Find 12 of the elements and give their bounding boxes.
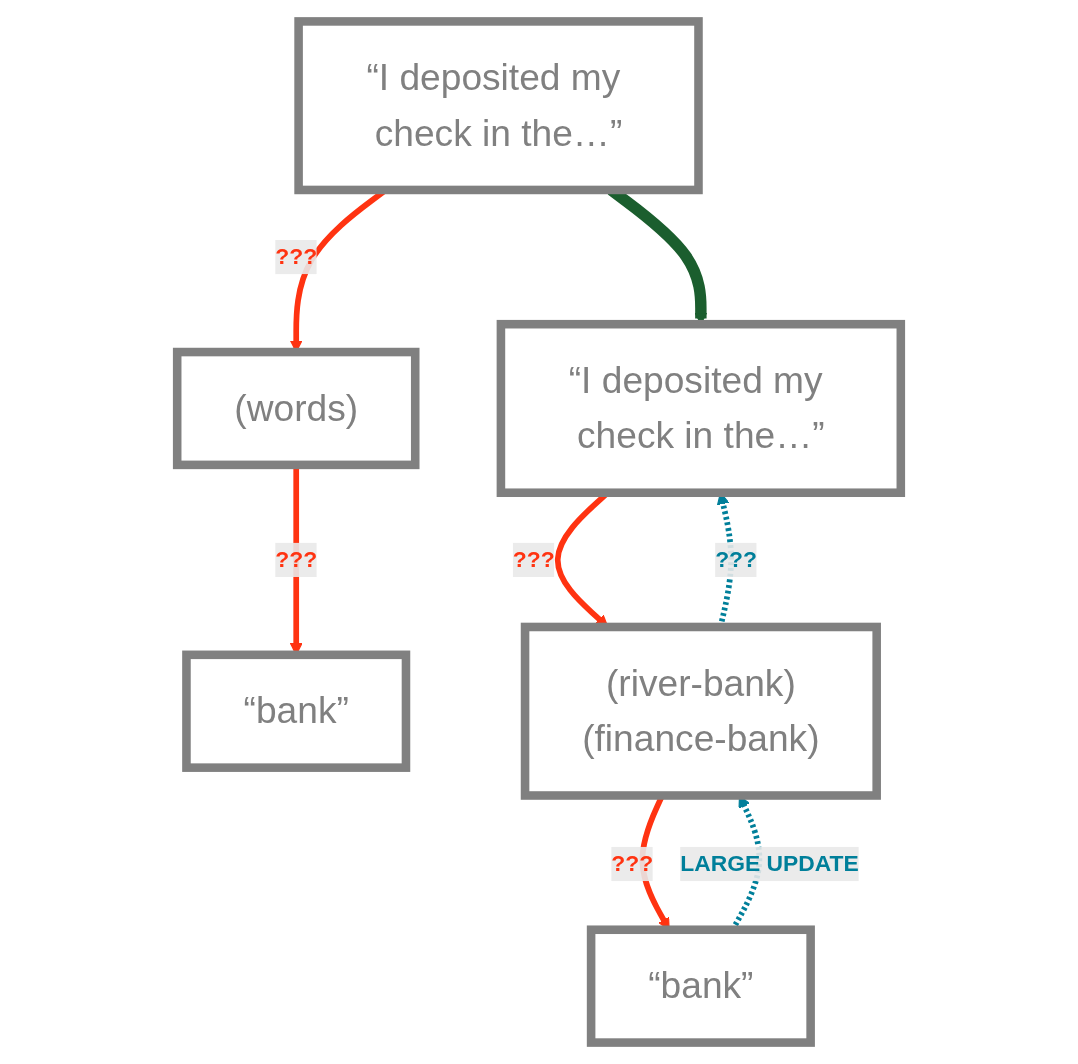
node-box: “I deposited my check in the…” <box>294 17 703 195</box>
edge-label: LARGE UPDATE <box>680 851 859 876</box>
node-box: “bank” <box>586 925 815 1047</box>
node-box: “bank” <box>182 650 411 772</box>
node-box: (river-bank) (finance-bank) <box>520 622 881 800</box>
edge-label: ??? <box>611 851 654 876</box>
node-box: (words) <box>172 347 420 470</box>
edge-label: ??? <box>275 547 318 572</box>
edge-label: ??? <box>512 547 555 572</box>
edge-label: ??? <box>275 244 318 269</box>
edge-label: ??? <box>715 547 758 572</box>
node-box: “I deposited my check in the…” <box>496 319 906 497</box>
